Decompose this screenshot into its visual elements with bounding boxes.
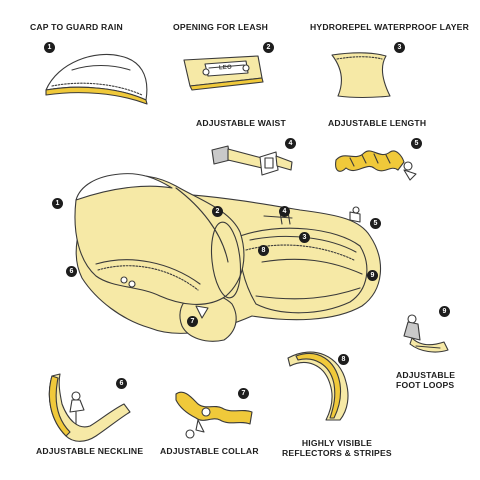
- neckline-illustration: [48, 373, 131, 442]
- label-leash-opening: OPENING FOR LEASH: [173, 22, 269, 32]
- badge-waist: 4: [285, 138, 296, 149]
- label-collar: ADJUSTABLE COLLAR: [160, 446, 259, 456]
- label-foot-loops: ADJUSTABLE FOOT LOOPS: [396, 370, 455, 390]
- coat-badge-leash-opening: 2: [212, 206, 223, 217]
- leash-tag-text: LEO: [218, 64, 233, 72]
- foot-loop-illustration: [403, 314, 449, 353]
- reflector-stripe-illustration: [287, 351, 349, 421]
- coat-badge-waist: 4: [279, 206, 290, 217]
- label-neckline: ADJUSTABLE NECKLINE: [36, 446, 144, 456]
- label-foot-loops-line2: FOOT LOOPS: [396, 380, 455, 390]
- badge-waterproof-layer: 3: [394, 42, 405, 53]
- coat-badge-waterproof-layer: 3: [299, 232, 310, 243]
- label-cap: CAP TO GUARD RAIN: [30, 22, 123, 32]
- label-reflectors: HIGHLY VISIBLE REFLECTORS & STRIPES: [282, 438, 392, 458]
- badge-reflectors: 8: [338, 354, 349, 365]
- coat-badge-cap: 1: [52, 198, 63, 209]
- badge-neckline: 6: [116, 378, 127, 389]
- leash-opening-illustration: [183, 55, 264, 91]
- badge-cap: 1: [44, 42, 55, 53]
- badge-collar: 7: [238, 388, 249, 399]
- badge-length: 5: [411, 138, 422, 149]
- dog-coat-illustration: [74, 173, 381, 342]
- collar-illustration: [175, 391, 253, 439]
- cap-illustration: [45, 53, 148, 105]
- label-foot-loops-line1: ADJUSTABLE: [396, 370, 456, 380]
- waterproof-layer-illustration: [331, 52, 391, 99]
- waist-strap-illustration: [211, 145, 293, 176]
- label-reflectors-line1: HIGHLY VISIBLE: [301, 438, 372, 448]
- label-waterproof-layer: HYDROREPEL WATERPROOF LAYER: [310, 22, 469, 32]
- coat-badge-foot-loops: 9: [367, 270, 378, 281]
- length-strap-illustration: [335, 150, 417, 181]
- badge-foot-loops: 9: [439, 306, 450, 317]
- coat-badge-neckline: 6: [66, 266, 77, 277]
- label-waist: ADJUSTABLE WAIST: [196, 118, 286, 128]
- coat-badge-length: 5: [370, 218, 381, 229]
- badge-leash-opening: 2: [263, 42, 274, 53]
- label-reflectors-line2: REFLECTORS & STRIPES: [282, 448, 392, 458]
- label-length: ADJUSTABLE LENGTH: [328, 118, 427, 128]
- coat-badge-collar: 7: [187, 316, 198, 327]
- coat-badge-reflectors: 8: [258, 245, 269, 256]
